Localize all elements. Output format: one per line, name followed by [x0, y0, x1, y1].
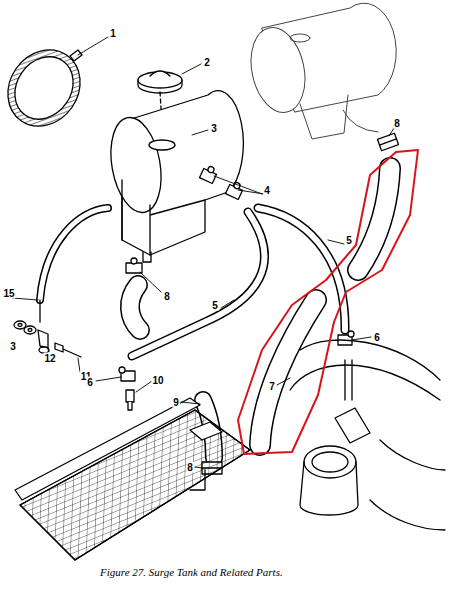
highlight-outline — [238, 150, 418, 454]
callout-number: 9 — [172, 397, 180, 408]
figure-caption: Figure 27. Surge Tank and Related Parts. — [100, 566, 283, 578]
callout-number: 1 — [109, 28, 117, 39]
clamp-ring — [0, 36, 95, 141]
tank-outline — [244, 3, 397, 139]
callout-number: 7 — [268, 381, 276, 392]
callout-number: 2 — [203, 57, 211, 68]
surge-tank — [104, 91, 243, 262]
callout-number: 10 — [151, 375, 164, 386]
callout-number: 5 — [345, 235, 353, 246]
callout-number: 5 — [211, 300, 219, 311]
callout-number: 3 — [210, 123, 218, 134]
callout-number: 8 — [393, 118, 401, 129]
callout-number: 6 — [86, 377, 94, 388]
water-pump — [290, 340, 445, 530]
callout-number: 8 — [163, 291, 171, 302]
callout-number: 15 — [2, 288, 15, 299]
callout-number: 6 — [373, 332, 381, 343]
callout-number: 3 — [9, 341, 17, 352]
radiator — [15, 398, 250, 560]
leader-line — [12, 37, 394, 468]
callout-number: 4 — [263, 185, 271, 196]
callout-number: 8 — [186, 462, 194, 473]
callout-number: 12 — [43, 353, 56, 364]
fitting-hardware — [14, 300, 81, 357]
